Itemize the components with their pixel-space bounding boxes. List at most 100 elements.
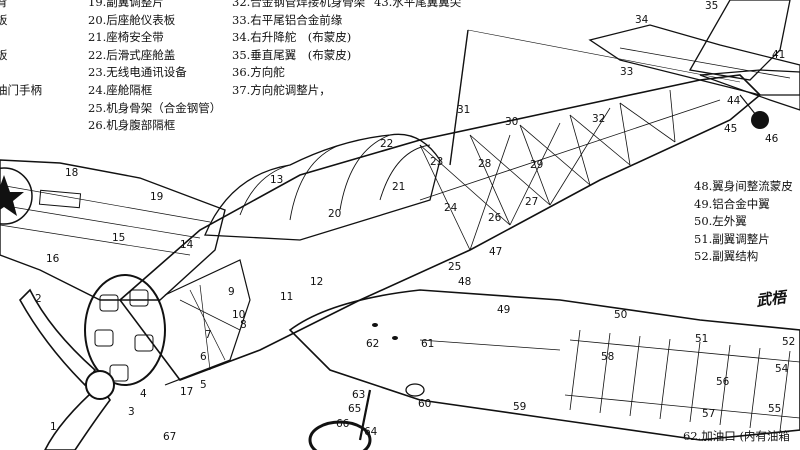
svg-text:32: 32	[592, 113, 605, 125]
left-wing	[288, 289, 800, 441]
legend-footnote: 62.加油口 (内有油箱	[683, 429, 790, 443]
svg-text:35: 35	[705, 0, 718, 12]
legend-item: 48.翼身间整流蒙皮	[694, 179, 793, 193]
callout-labels: 1 2 3 4 5 6 7 8 9 10 11 12 13 14 15 16 1…	[35, 0, 795, 443]
svg-text:50: 50	[614, 309, 627, 321]
legend-right: 48.翼身间整流蒙皮 49.铝合金中翼 50.左外翼 51.副翼调整片 52.副…	[694, 178, 793, 266]
svg-text:3: 3	[128, 406, 135, 418]
svg-text:27: 27	[525, 196, 538, 208]
svg-text:16: 16	[46, 253, 60, 265]
roundel-star-icon	[0, 175, 24, 216]
legend-item: 49.铝合金中翼	[694, 196, 770, 211]
legend-item: 51.副翼调整片	[694, 231, 770, 246]
svg-text:5: 5	[200, 379, 207, 391]
svg-text:67: 67	[163, 431, 176, 443]
legend-item: 背	[0, 0, 8, 9]
svg-text:46: 46	[765, 133, 779, 145]
svg-text:13: 13	[270, 174, 283, 186]
svg-text:8: 8	[240, 319, 247, 331]
svg-text:65: 65	[348, 403, 361, 415]
legend-item: 34.右升降舵 (布蒙皮)	[232, 30, 352, 45]
svg-text:10: 10	[232, 309, 245, 321]
svg-text:4: 4	[140, 388, 147, 400]
svg-text:62: 62	[366, 338, 379, 350]
legend-item: 26.机身腹部隔框	[88, 118, 176, 133]
legend-item: 52.副翼结构	[694, 249, 759, 264]
svg-text:15: 15	[112, 232, 125, 244]
legend-item: 33.右平尾铝合金前缘	[232, 12, 343, 27]
legend-item: 油门手柄	[0, 82, 42, 97]
svg-text:61: 61	[421, 338, 434, 350]
main-gear-strut	[358, 389, 372, 441]
svg-text:14: 14	[180, 239, 194, 251]
svg-text:56: 56	[716, 376, 730, 388]
legend-item: 板	[0, 47, 8, 62]
svg-text:19: 19	[150, 191, 163, 203]
antenna-mast	[449, 29, 469, 166]
legend-item: 21.座椅安全带	[88, 30, 164, 45]
svg-text:58: 58	[601, 351, 614, 363]
legend-item: 23.无线电通讯设备	[88, 65, 187, 80]
svg-text:12: 12	[310, 276, 323, 288]
svg-text:21: 21	[392, 181, 405, 193]
svg-text:30: 30	[505, 116, 518, 128]
svg-text:11: 11	[280, 291, 293, 303]
main-wheel	[308, 420, 372, 450]
svg-text:2: 2	[35, 293, 42, 305]
svg-text:24: 24	[444, 202, 458, 214]
legend-item: 24.座舱隔框	[88, 82, 153, 97]
legend-item: 19.副翼调整片	[88, 0, 164, 9]
legend-item: 25.机身骨架（合金钢管）	[88, 100, 222, 115]
svg-text:22: 22	[380, 138, 393, 150]
legend-item: 32.合金钢管焊接机身骨架	[232, 0, 366, 9]
legend-item: 36.方向舵	[232, 65, 285, 80]
svg-text:44: 44	[727, 95, 741, 107]
legend-item: 50.左外翼	[694, 214, 747, 229]
svg-text:6: 6	[200, 351, 207, 363]
aileron-tab-right	[38, 189, 82, 209]
roundel-ring	[0, 167, 33, 225]
legend-item	[0, 64, 42, 82]
svg-text:28: 28	[478, 158, 491, 170]
legend-item	[0, 29, 42, 47]
svg-text:48: 48	[458, 276, 471, 288]
svg-text:9: 9	[228, 286, 235, 298]
svg-text:33: 33	[620, 66, 633, 78]
svg-text:17: 17	[180, 386, 193, 398]
horizontal-tail	[588, 24, 800, 96]
wing-ribs	[419, 329, 800, 432]
engine-cowling	[84, 274, 166, 386]
engine-cylinders	[94, 289, 154, 382]
svg-text:26: 26	[488, 212, 502, 224]
svg-text:54: 54	[775, 363, 789, 375]
svg-text:31: 31	[457, 104, 470, 116]
svg-text:34: 34	[635, 14, 649, 26]
legend-item: 43.水平尾翼翼尖	[374, 0, 462, 9]
svg-text:59: 59	[513, 401, 526, 413]
legend-item: 37.方向舵调整片，	[232, 82, 331, 97]
legend-column-3: 43.水平尾翼翼尖	[374, 0, 461, 12]
svg-text:18: 18	[65, 167, 78, 179]
svg-text:23: 23	[430, 156, 443, 168]
legend-left-edge: 背 板 板 油门手柄	[0, 0, 42, 100]
svg-text:52: 52	[782, 336, 795, 348]
svg-text:20: 20	[328, 208, 341, 220]
svg-text:66: 66	[336, 418, 350, 430]
svg-text:55: 55	[768, 403, 781, 415]
legend-item: 板	[0, 12, 8, 27]
fuel-cap	[405, 383, 425, 397]
svg-text:64: 64	[364, 426, 378, 438]
fuselage-truss	[419, 89, 721, 251]
right-wing	[0, 159, 226, 301]
svg-text:57: 57	[702, 408, 715, 420]
propeller	[44, 383, 111, 450]
vertical-fin	[688, 0, 791, 81]
svg-text:49: 49	[497, 304, 510, 316]
legend-item: 35.垂直尾翼 (布蒙皮)	[232, 47, 352, 62]
svg-text:63: 63	[352, 389, 365, 401]
legend-column-2: 32.合金钢管焊接机身骨架 33.右平尾铝合金前缘 34.右升降舵 (布蒙皮) …	[232, 0, 365, 100]
svg-text:60: 60	[418, 398, 431, 410]
legend-item: 20.后座舱仪表板	[88, 12, 176, 27]
